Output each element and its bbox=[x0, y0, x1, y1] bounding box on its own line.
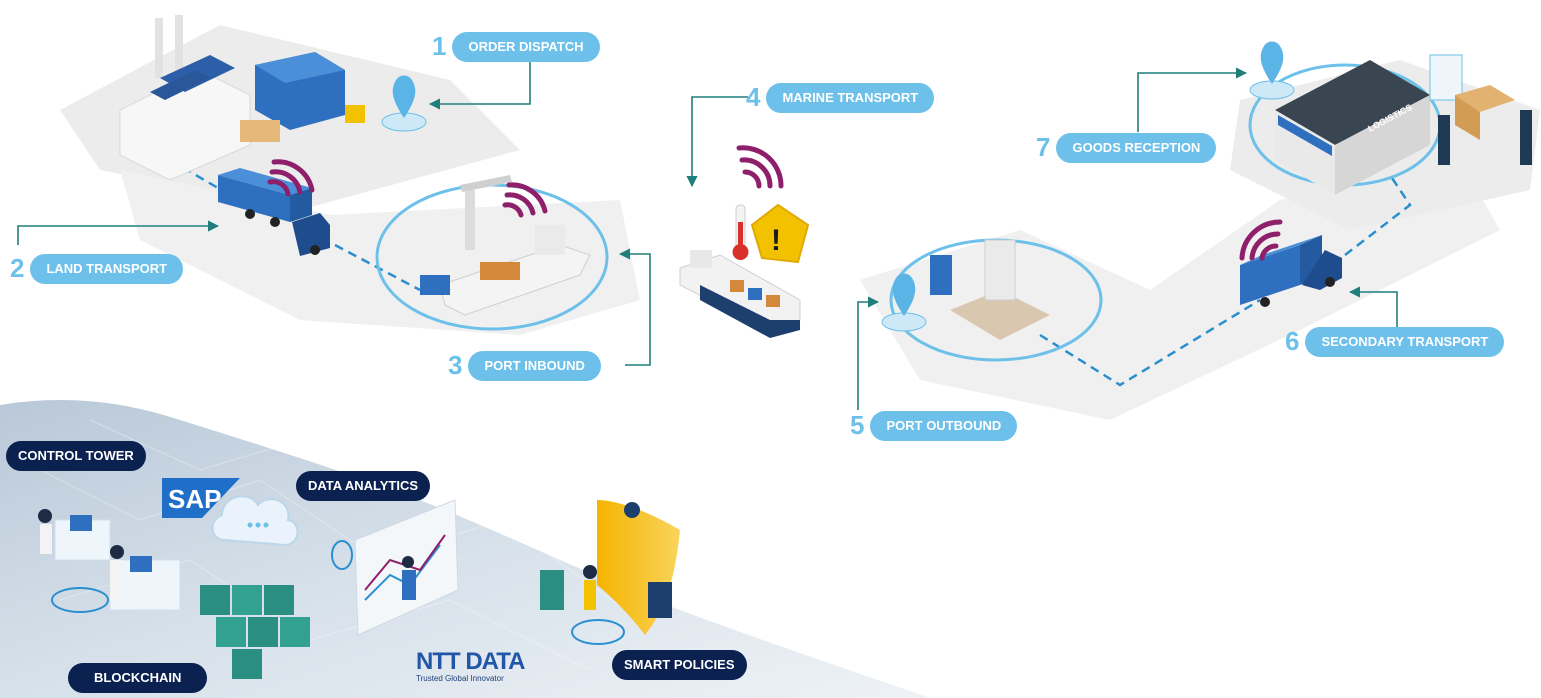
step-label: SECONDARY TRANSPORT bbox=[1305, 326, 1505, 357]
tag-data-analytics: DATA ANALYTICS bbox=[296, 471, 431, 501]
wifi-signal-icon bbox=[1239, 219, 1283, 261]
svg-text:!: ! bbox=[771, 224, 781, 257]
step-number: 3 bbox=[448, 350, 463, 380]
step-number: 6 bbox=[1285, 326, 1300, 356]
step-label: LAND TRANSPORT bbox=[30, 253, 184, 284]
cargo-ship-icon bbox=[679, 250, 801, 338]
cargo-ship-icon bbox=[420, 225, 591, 316]
sap-logo-text: SAP bbox=[168, 484, 221, 514]
factory-icon bbox=[119, 15, 365, 181]
tag-blockchain: BLOCKCHAIN bbox=[68, 663, 208, 693]
step-land-transport: 2 LAND TRANSPORT bbox=[10, 253, 184, 284]
tag-control-tower: CONTROL TOWER bbox=[6, 441, 146, 471]
step-order-dispatch: 1 ORDER DISPATCH bbox=[432, 31, 600, 62]
step-number: 5 bbox=[850, 410, 865, 440]
port-building-icon bbox=[930, 239, 1050, 340]
port-inbound-scene bbox=[375, 175, 609, 331]
warehouse-icon: LOGISTICS bbox=[1248, 41, 1532, 195]
step-number: 4 bbox=[746, 82, 761, 112]
shield-icon bbox=[540, 500, 680, 645]
wifi-signal-icon bbox=[267, 159, 315, 197]
step-number: 2 bbox=[10, 253, 25, 283]
step-label: PORT INBOUND bbox=[468, 350, 601, 381]
ntt-data-logo: NTT DATA Trusted Global Innovator bbox=[416, 648, 525, 684]
warning-icon: ! bbox=[750, 203, 810, 264]
crane-icon bbox=[460, 175, 512, 250]
marine-transport-scene: ! bbox=[679, 145, 810, 338]
step-label: ORDER DISPATCH bbox=[452, 31, 600, 62]
location-pin-icon bbox=[892, 273, 916, 316]
location-pin-icon bbox=[381, 75, 427, 132]
thermometer-icon bbox=[732, 204, 749, 260]
cloud-icon bbox=[211, 495, 299, 547]
step-goods-reception: 7 GOODS RECEPTION bbox=[1036, 132, 1217, 163]
data-analytics-scene bbox=[331, 499, 459, 636]
step-number: 1 bbox=[432, 31, 447, 61]
step-marine-transport: 4 MARINE TRANSPORT bbox=[746, 82, 935, 113]
step-label: GOODS RECEPTION bbox=[1056, 132, 1217, 163]
connector-arrows bbox=[17, 60, 1398, 410]
location-pin-icon bbox=[1260, 41, 1284, 84]
step-port-outbound: 5 PORT OUTBOUND bbox=[850, 410, 1018, 441]
step-secondary-transport: 6 SECONDARY TRANSPORT bbox=[1285, 326, 1505, 357]
step-port-inbound: 3 PORT INBOUND bbox=[448, 350, 601, 381]
step-number: 7 bbox=[1036, 132, 1051, 162]
step-label: MARINE TRANSPORT bbox=[766, 82, 935, 113]
ntt-data-tagline: Trusted Global Innovator bbox=[416, 674, 504, 683]
port-outbound-scene bbox=[881, 238, 1103, 362]
sap-logo: SAP bbox=[162, 478, 240, 518]
control-tower-scene bbox=[38, 509, 181, 613]
step-label: PORT OUTBOUND bbox=[870, 410, 1018, 441]
tag-smart-policies: SMART POLICIES bbox=[612, 650, 747, 680]
ntt-data-name: NTT DATA bbox=[416, 648, 525, 675]
blockchain-cubes-icon bbox=[200, 585, 310, 679]
